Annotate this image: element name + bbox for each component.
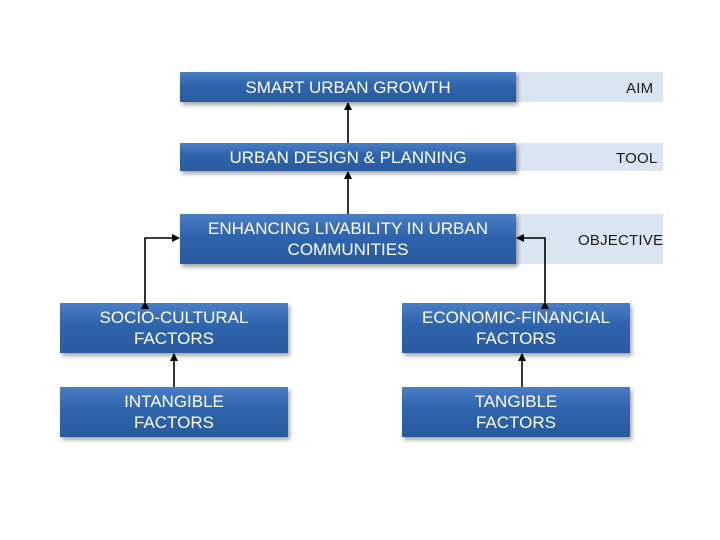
economic-financial-text-line2: FACTORS [476, 329, 556, 348]
socio-cultural-factors-box: SOCIO-CULTURAL FACTORS [60, 303, 288, 353]
tool-band [516, 143, 663, 171]
smart-urban-growth-box: SMART URBAN GROWTH [180, 72, 516, 102]
tangible-factors-box: TANGIBLE FACTORS [402, 387, 630, 437]
urban-design-planning-box: URBAN DESIGN & PLANNING [180, 143, 516, 171]
economic-financial-factors-box: ECONOMIC-FINANCIAL FACTORS [402, 303, 630, 353]
economic-financial-text-line1: ECONOMIC-FINANCIAL [422, 308, 610, 327]
intangible-factors-box: INTANGIBLE FACTORS [60, 387, 288, 437]
arrow-socio-livability [141, 234, 180, 309]
intangible-text-line1: INTANGIBLE [124, 392, 224, 411]
intangible-text-line2: FACTORS [134, 413, 214, 432]
aim-band [516, 72, 663, 102]
aim-label: AIM [626, 80, 654, 97]
socio-cultural-text-line1: SOCIO-CULTURAL [99, 308, 249, 327]
socio-cultural-text-line2: FACTORS [134, 329, 214, 348]
urban-design-planning-text: URBAN DESIGN & PLANNING [229, 147, 467, 167]
tool-label: TOOL [616, 150, 658, 167]
enhancing-livability-text-line1: ENHANCING LIVABILITY IN URBAN [208, 219, 488, 238]
enhancing-livability-box: ENHANCING LIVABILITY IN URBAN COMMUNITIE… [180, 214, 516, 264]
objective-label: OBJECTIVE [578, 232, 664, 249]
tangible-text-line2: FACTORS [476, 413, 556, 432]
arrow-economic-livability [516, 234, 549, 309]
smart-urban-growth-text: SMART URBAN GROWTH [245, 77, 451, 97]
tangible-text-line1: TANGIBLE [474, 392, 558, 411]
enhancing-livability-text-line2: COMMUNITIES [287, 240, 409, 259]
